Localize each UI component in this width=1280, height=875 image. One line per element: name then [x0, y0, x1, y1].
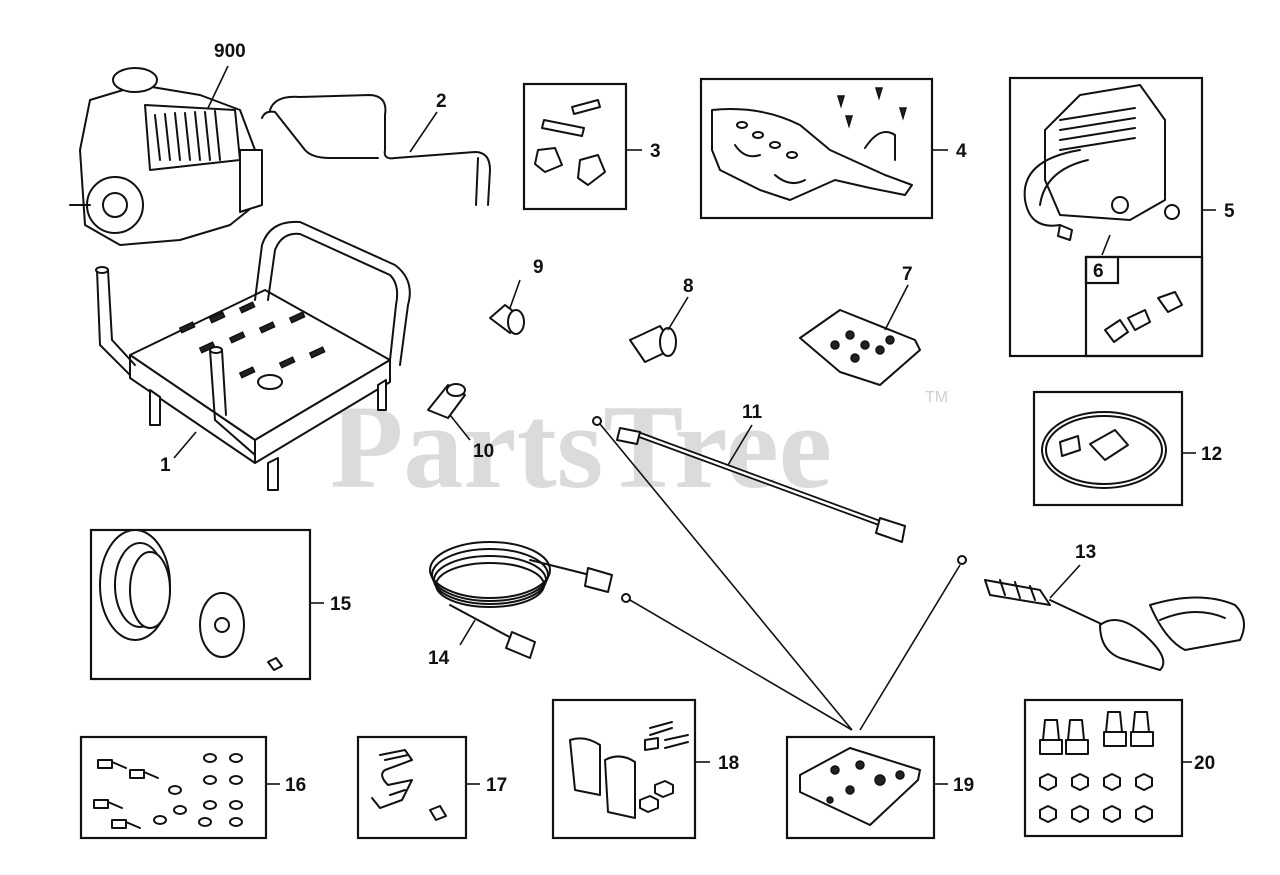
part-1-frame[interactable]	[95, 220, 411, 491]
part-7-bag[interactable]	[799, 284, 921, 386]
part-5-box[interactable]	[1008, 76, 1204, 358]
watermark: PartsTree TM	[330, 380, 948, 513]
part-9-fitting[interactable]	[489, 279, 525, 335]
part-2-handle[interactable]	[261, 94, 491, 206]
leader-lines	[173, 65, 1216, 785]
callout-2: 2	[436, 91, 447, 112]
callout-1: 1	[160, 455, 171, 476]
part-18-box[interactable]	[551, 698, 697, 840]
part-12-box[interactable]	[1032, 390, 1184, 507]
callout-18: 18	[718, 753, 739, 774]
part-16-box[interactable]	[79, 735, 268, 840]
callout-labels: 900 2 1 3 4 5 6 7 8 9 10 11 12 13 14 15 …	[160, 41, 1235, 796]
callout-17: 17	[486, 775, 507, 796]
callout-19: 19	[953, 775, 974, 796]
callout-4: 4	[956, 141, 967, 162]
part-3-box[interactable]	[522, 82, 628, 211]
part-17-box[interactable]	[356, 735, 468, 840]
callout-8: 8	[683, 276, 694, 297]
callout-9: 9	[533, 257, 544, 278]
part-19-box[interactable]	[785, 735, 936, 840]
part-4-box[interactable]	[699, 77, 934, 220]
callout-12: 12	[1201, 444, 1222, 465]
part-900-engine[interactable]	[69, 67, 263, 246]
callout-5: 5	[1224, 201, 1235, 222]
callout-900: 900	[214, 41, 246, 62]
callout-14: 14	[428, 648, 450, 669]
part-15-box[interactable]	[89, 528, 312, 681]
part-8-fitting[interactable]	[629, 296, 689, 363]
callout-13: 13	[1075, 542, 1096, 563]
callout-3: 3	[650, 141, 661, 162]
callout-15: 15	[330, 594, 352, 615]
part-14-hose[interactable]	[429, 541, 631, 659]
part-11-lance[interactable]	[592, 416, 906, 543]
callout-7: 7	[902, 264, 913, 285]
callout-10: 10	[473, 441, 494, 462]
watermark-trademark: TM	[925, 389, 948, 406]
callout-20: 20	[1194, 753, 1215, 774]
callout-11: 11	[742, 402, 763, 423]
part-20-box[interactable]	[1023, 698, 1184, 838]
part-13-gun[interactable]	[957, 555, 1245, 671]
callout-6: 6	[1093, 261, 1104, 282]
part-10-fitting[interactable]	[427, 383, 471, 441]
watermark-text: PartsTree	[330, 380, 832, 513]
callout-16: 16	[285, 775, 306, 796]
